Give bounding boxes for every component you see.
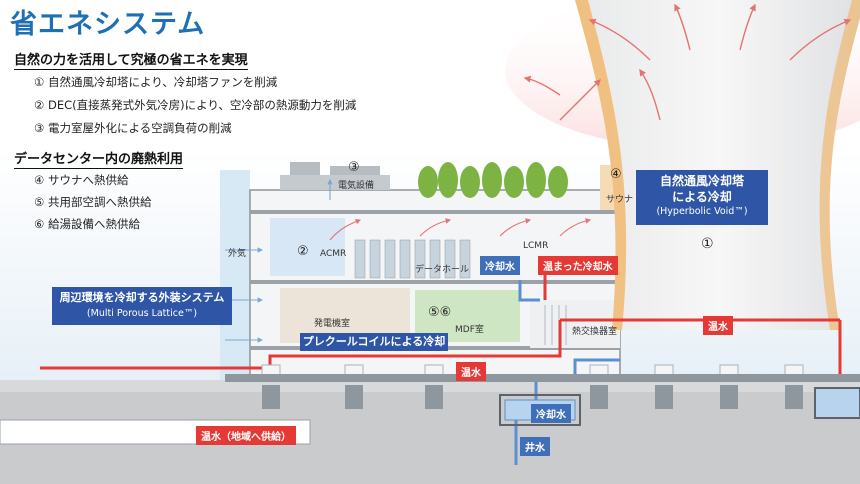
precool-coil-callout: プレクールコイルによる冷却 — [300, 333, 448, 351]
tower-callout-line1: 自然通風冷却塔 — [659, 174, 744, 188]
sauna-label: サウナ — [606, 195, 634, 205]
tower-callout-line3: (Hyperbolic Void™) — [656, 206, 748, 217]
heat-exchanger-room-label: 熱交換器室 — [572, 327, 618, 337]
tower-callout-line2: による冷却 — [672, 190, 732, 204]
facade-callout-line2: (Multi Porous Lattice™) — [86, 308, 198, 319]
section1-item: ① 自然通風冷却塔により、冷却塔ファンを削減 — [34, 75, 278, 89]
section2-heading: データセンター内の廃熱利用 — [14, 148, 184, 169]
tower-number: ① — [701, 236, 714, 252]
acmr-number: ② — [297, 244, 309, 259]
mdf-room-label: MDF室 — [455, 325, 484, 335]
page-title: 省エネシステム — [10, 9, 206, 40]
sauna-number: ④ — [610, 167, 622, 182]
section2-item: ⑤ 共用部空調へ熱供給 — [34, 195, 152, 209]
electric-number: ③ — [348, 160, 360, 175]
generator-room-label: 発電機室 — [314, 319, 351, 329]
cooling-tower-callout: 自然通風冷却塔 による冷却 (Hyperbolic Void™) — [636, 170, 768, 225]
datahall-label: データホール — [415, 265, 470, 275]
well-water-tag: 井水 — [520, 437, 550, 456]
section2-item: ④ サウナへ熱供給 — [34, 173, 129, 187]
section1-item: ② DEC(直接蒸発式外気冷房)により、空冷部の熱源動力を削減 — [34, 98, 357, 112]
section1-item: ③ 電力室屋外化による空調負荷の削減 — [34, 121, 232, 135]
warm-cooling-water-tag: 温まった冷却水 — [538, 256, 618, 275]
hot-water-tag-right: 温水 — [703, 316, 733, 335]
electric-equipment-label: 電気設備 — [338, 181, 375, 191]
facade-system-callout: 周辺環境を冷却する外装システム (Multi Porous Lattice™) — [52, 287, 232, 325]
acmr-label: ACMR — [320, 249, 347, 259]
mdf-number: ⑤⑥ — [428, 305, 452, 320]
outside-air-label: 外気 — [228, 249, 247, 259]
section1-heading: 自然の力を活用して究極の省エネを実現 — [14, 49, 248, 70]
section2-item: ⑥ 給湯設備へ熱供給 — [34, 217, 140, 231]
lcmr-label: LCMR — [523, 241, 549, 251]
hot-water-tag-mid: 温水 — [456, 362, 486, 381]
cooling-water-tank-tag: 冷却水 — [531, 404, 571, 423]
hot-water-supply-tag: 温水（地域へ供給） — [196, 426, 296, 445]
cooling-water-tag: 冷却水 — [480, 256, 520, 275]
facade-callout-line1: 周辺環境を冷却する外装システム — [59, 291, 225, 304]
